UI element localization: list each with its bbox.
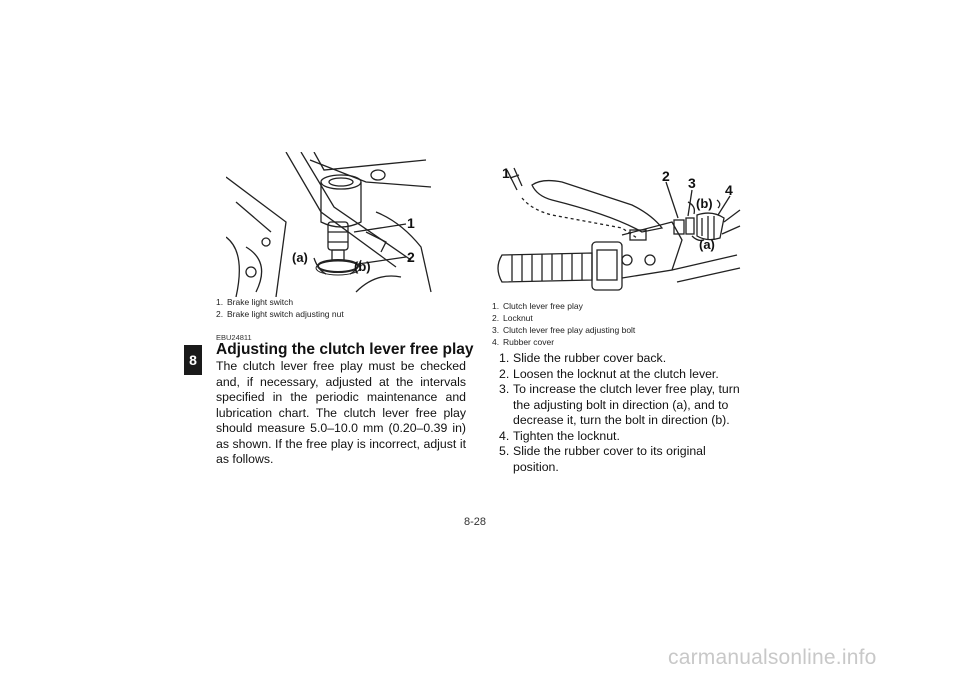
caption-item: 1.Clutch lever free play	[492, 301, 583, 311]
callout-4: 4	[725, 182, 733, 198]
callout-3: 3	[688, 175, 696, 191]
adjustment-steps: 1.Slide the rubber cover back. 2.Loosen …	[499, 351, 742, 475]
section-title: Adjusting the clutch lever free play	[216, 341, 474, 358]
callout-a: (a)	[699, 237, 715, 252]
brake-light-switch-illustration: 1 2 (a) (b)	[226, 152, 436, 297]
figure-left-captions: 1.Brake light switch 2.Brake light switc…	[216, 296, 344, 320]
callout-1: 1	[502, 165, 510, 181]
step-item: 4.Tighten the locknut.	[499, 428, 620, 443]
caption-item: 4.Rubber cover	[492, 337, 555, 347]
figure-right-captions: 1.Clutch lever free play 2.Locknut 3.Clu…	[492, 300, 635, 348]
callout-2: 2	[662, 168, 670, 184]
step-item: 1.Slide the rubber cover back.	[499, 351, 667, 365]
callout-a: (a)	[292, 250, 308, 265]
caption-item: 2.Locknut	[492, 313, 533, 323]
step-item: 3.To increase the clutch lever free play…	[499, 382, 740, 427]
step-item: 5.Slide the rubber cover to its original…	[499, 444, 706, 474]
callout-b: (b)	[696, 196, 713, 211]
page-number: 8-28	[464, 516, 487, 528]
section-code: EBU24811	[216, 333, 252, 342]
clutch-lever-illustration: 1 2 3 4 (b) (a)	[492, 160, 742, 295]
section-body: The clutch lever free play must be check…	[216, 359, 466, 466]
watermark: carmanualsonline.info	[668, 646, 877, 669]
caption-item: 1.Brake light switch	[216, 297, 294, 307]
caption-item: 3.Clutch lever free play adjusting bolt	[492, 325, 636, 335]
caption-item: 2.Brake light switch adjusting nut	[216, 309, 344, 319]
callout-b: (b)	[354, 259, 371, 274]
step-item: 2.Loosen the locknut at the clutch lever…	[499, 366, 719, 381]
callout-1: 1	[407, 215, 415, 231]
callout-2: 2	[407, 249, 415, 265]
chapter-tab: 8	[184, 345, 202, 375]
